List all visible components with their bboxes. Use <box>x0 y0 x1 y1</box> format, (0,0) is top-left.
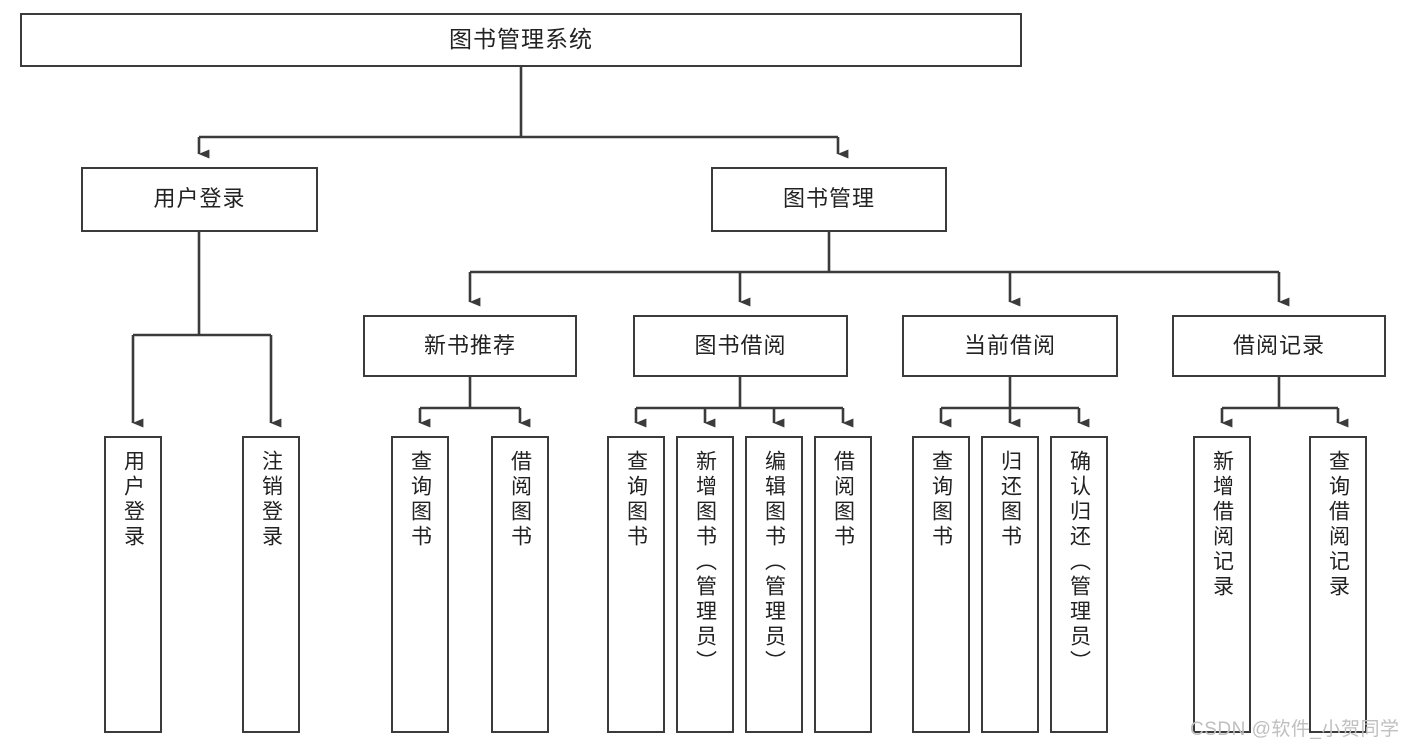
node-label: 查询图书 <box>624 450 648 550</box>
node-label: 借阅图书 <box>508 450 532 550</box>
leaf-query-borrow-record[interactable]: 查询借阅记录 <box>1309 436 1367 733</box>
node-label: 图书借阅 <box>694 332 787 358</box>
node-new-book-recommend[interactable]: 新书推荐 <box>363 315 577 377</box>
node-label: 确认归还（管理员） <box>1067 450 1091 675</box>
node-book-management[interactable]: 图书管理 <box>711 167 947 232</box>
node-label: 编辑图书（管理员） <box>762 450 786 675</box>
node-label: 用户登录 <box>153 186 246 212</box>
node-label: 用户登录 <box>121 450 145 550</box>
node-label: 注销登录 <box>259 450 283 550</box>
csdn-watermark: CSDN @软件_小贺同学 <box>1190 719 1400 740</box>
leaf-add-book-admin[interactable]: 新增图书（管理员） <box>676 436 734 733</box>
leaf-add-borrow-record[interactable]: 新增借阅记录 <box>1193 436 1251 733</box>
node-user-login[interactable]: 用户登录 <box>81 167 318 232</box>
leaf-borrow-book-recommend[interactable]: 借阅图书 <box>491 436 549 733</box>
node-label: 图书管理 <box>782 186 875 212</box>
node-label: 新增图书（管理员） <box>693 450 717 675</box>
node-label: 图书管理系统 <box>449 26 593 53</box>
leaf-user-login[interactable]: 用户登录 <box>104 436 162 733</box>
node-label: 查询图书 <box>408 450 432 550</box>
leaf-query-book-recommend[interactable]: 查询图书 <box>391 436 449 733</box>
leaf-return-book[interactable]: 归还图书 <box>981 436 1039 733</box>
node-label: 借阅记录 <box>1232 332 1325 358</box>
leaf-borrow-book-borrow[interactable]: 借阅图书 <box>814 436 872 733</box>
leaf-confirm-return-admin[interactable]: 确认归还（管理员） <box>1050 436 1108 733</box>
node-label: 借阅图书 <box>831 450 855 550</box>
leaf-logout-login[interactable]: 注销登录 <box>242 436 300 733</box>
node-root-book-management-system[interactable]: 图书管理系统 <box>20 13 1022 67</box>
node-label: 新增借阅记录 <box>1210 450 1234 600</box>
node-label: 查询图书 <box>929 450 953 550</box>
node-label: 查询借阅记录 <box>1326 450 1350 600</box>
node-current-borrow[interactable]: 当前借阅 <box>902 315 1118 377</box>
node-label: 归还图书 <box>998 450 1022 550</box>
node-label: 新书推荐 <box>423 332 516 358</box>
leaf-query-book-current[interactable]: 查询图书 <box>912 436 970 733</box>
leaf-edit-book-admin[interactable]: 编辑图书（管理员） <box>745 436 803 733</box>
node-label: 当前借阅 <box>963 332 1056 358</box>
node-book-borrow[interactable]: 图书借阅 <box>633 315 848 377</box>
leaf-query-book-borrow[interactable]: 查询图书 <box>607 436 665 733</box>
node-borrow-record[interactable]: 借阅记录 <box>1172 315 1386 377</box>
